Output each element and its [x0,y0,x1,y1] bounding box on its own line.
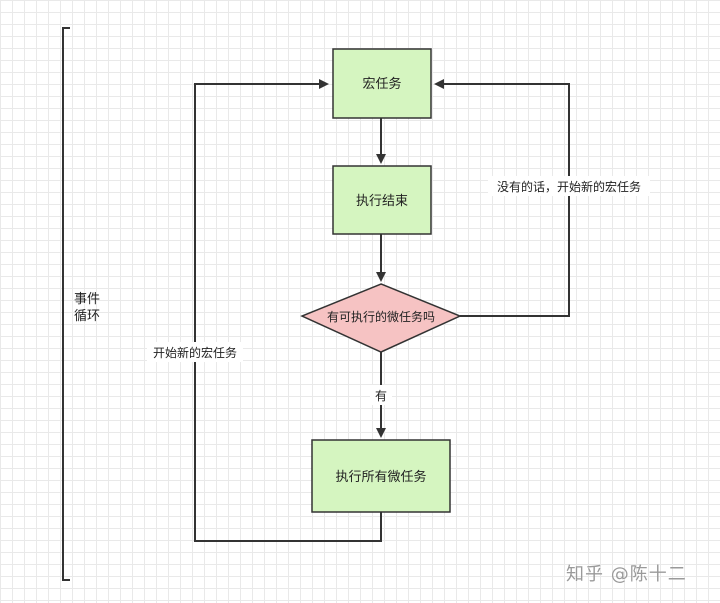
bracket-label-line1: 事件 [74,292,100,307]
edge-decision-no-to-macro [434,79,570,317]
node-exec-micro-label: 执行所有微任务 [335,469,426,485]
bracket-label-line2: 循环 [74,309,100,324]
event-loop-bracket [62,27,70,581]
edge-label-start-new-macro: 开始新的宏任务 [153,345,237,360]
node-decision-label: 有可执行的微任务吗 [327,309,435,324]
node-decision [300,283,462,353]
node-exec-done [332,165,432,235]
node-exec-micro [311,439,451,513]
node-macro-task-label: 宏任务 [362,76,401,92]
node-macro-task [332,48,432,119]
edge-exec-micro-to-macro [194,79,382,542]
edge-label-yes: 有 [375,389,387,403]
node-exec-done-label: 执行结束 [356,194,408,209]
edge-label-no-new-macro: 没有的话，开始新的宏任务 [497,179,641,194]
zhihu-watermark: 知乎 @陈十二 [566,564,687,585]
